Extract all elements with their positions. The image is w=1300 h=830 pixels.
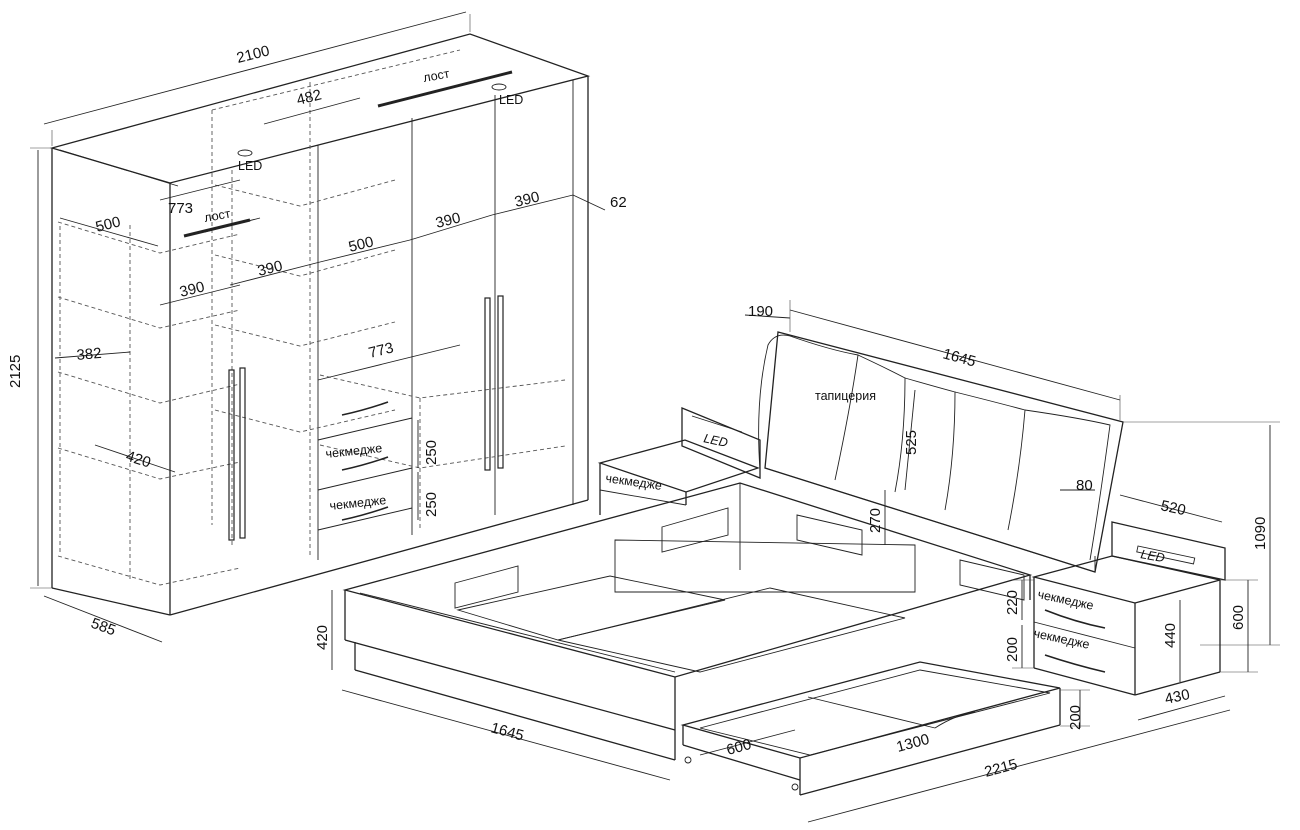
dim-nightstand-drawer-1: 220 (1004, 590, 1021, 615)
dim-shelf-500-mid: 500 (347, 233, 375, 256)
dim-frame-rise: 270 (867, 508, 884, 533)
dim-shelf-390-b: 390 (256, 257, 284, 280)
dim-drawer-h1: 250 (423, 440, 440, 465)
bed-top-frame (342, 482, 1033, 678)
nightstand-left: чекмедже LED (597, 407, 761, 515)
dim-shelf-773-bottom: 773 (367, 339, 395, 362)
wardrobe-dim-labels: 2100 2125 585 482 773 500 390 390 500 39… (7, 42, 627, 639)
dim-panel-80: 80 (1076, 477, 1093, 494)
label-led-nightstand-right: LED (1139, 547, 1165, 565)
led-icon (491, 83, 507, 91)
bed-dimensions (331, 300, 1280, 823)
handle-icon (228, 369, 235, 541)
bed-dim-labels: 190 1645 тапицерия 525 270 80 1090 420 1… (314, 303, 1269, 781)
label-upholstery: тапицерия (815, 389, 876, 403)
label-rod-top: лост (422, 67, 451, 85)
rod-icon (377, 70, 513, 108)
dim-nightstand-width: 520 (1159, 497, 1187, 519)
dim-base-width: 1645 (489, 719, 526, 744)
dim-drawer-length: 1300 (895, 731, 932, 756)
dim-headboard-depth: 190 (748, 303, 773, 320)
bed-base (342, 482, 1033, 791)
dim-wardrobe-width: 2100 (235, 42, 271, 67)
bed-divider (614, 539, 916, 593)
handle-icon (497, 295, 504, 469)
bed-drawer (680, 661, 1061, 796)
dim-drawer-h2: 250 (423, 492, 440, 517)
headboard-cushions (764, 331, 1124, 573)
drawer-handle-icon (341, 401, 389, 416)
drawer-handle-icon (1044, 654, 1106, 673)
label-led-nightstand-left: LED (702, 431, 729, 450)
storage-compartment (456, 575, 726, 641)
drawer-handle-icon (1044, 609, 1106, 629)
label-drawer-wardrobe-2: чекмедже (329, 493, 387, 513)
dim-nightstand-height: 600 (1230, 605, 1247, 630)
dim-shelf-773-top: 773 (168, 200, 193, 217)
label-led-top: LED (499, 93, 523, 107)
rod-icon (183, 218, 251, 238)
nightstand-dim-labels: 520 430 600 440 220 200 (1004, 497, 1247, 708)
label-led-left: LED (238, 159, 262, 173)
wardrobe-shelves (57, 179, 566, 586)
dim-total-height: 1090 (1252, 517, 1269, 550)
dim-headboard-width: 1645 (941, 345, 978, 370)
nightstand-left-top (597, 439, 760, 493)
dim-drawer-width: 600 (725, 736, 754, 759)
dim-nightstand-drawer-2: 200 (1004, 637, 1021, 662)
wardrobe-drawers (317, 401, 413, 531)
caster-icon (791, 783, 799, 791)
label-drawer-nightstand-2: чекмедже (1032, 626, 1091, 652)
wardrobe-door-handles (228, 295, 504, 541)
handle-icon (239, 367, 246, 539)
bed (342, 331, 1124, 796)
caster-icon (684, 756, 692, 764)
dim-depth-420: 420 (124, 448, 153, 472)
drawer-handle-icon (341, 506, 389, 521)
dim-shelf-390-a: 390 (178, 278, 206, 301)
nightstand-right: чекмедже чекмедже LED (1031, 521, 1226, 696)
wardrobe-dimensions (30, 11, 606, 643)
nightstand-dimensions (1012, 494, 1258, 721)
dim-shelf-390-c: 390 (434, 209, 462, 232)
dim-base-height: 420 (314, 625, 331, 650)
dim-shelf-390-d: 390 (513, 188, 541, 211)
dim-nightstand-depth: 430 (1163, 686, 1191, 708)
dim-wardrobe-height: 2125 (7, 355, 24, 388)
label-rod-left: лост (203, 207, 232, 225)
led-icon (237, 149, 253, 157)
led-strip-icon (1136, 545, 1196, 565)
headboard (758, 331, 1124, 573)
dim-bed-length: 2215 (983, 756, 1020, 781)
dim-panel-62: 62 (610, 194, 627, 211)
dim-door-width: 482 (295, 86, 323, 109)
dim-depth-382: 382 (76, 345, 102, 364)
dim-upholstery-height: 525 (903, 430, 920, 455)
storage-compartment (557, 587, 906, 673)
label-drawer-nightstand-left: чекмедже (605, 471, 663, 493)
dim-drawer-height: 200 (1067, 705, 1084, 730)
dim-wardrobe-depth: 585 (89, 615, 118, 640)
wardrobe (49, 33, 591, 616)
drawer-handle-icon (341, 456, 389, 471)
dim-shelf-500-left: 500 (94, 213, 122, 236)
label-drawer-wardrobe-1: чекмедже (325, 441, 383, 461)
handle-icon (484, 297, 491, 471)
dim-nightstand-body-height: 440 (1162, 623, 1179, 648)
